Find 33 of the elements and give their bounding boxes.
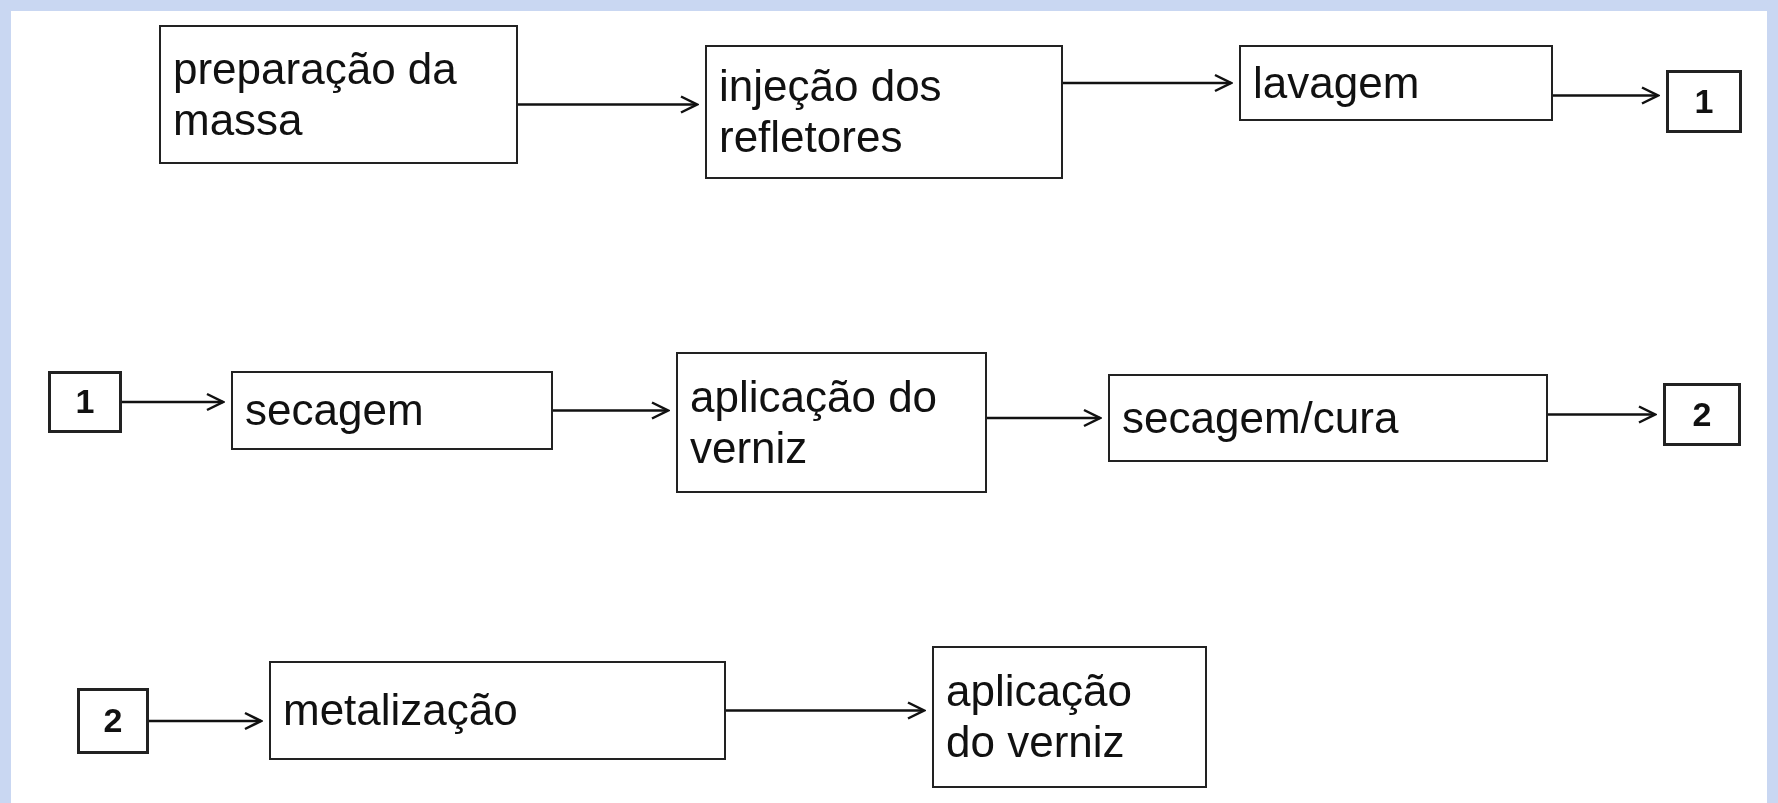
connector-tag: [77, 688, 149, 754]
arrow: [149, 711, 263, 731]
process-box: [932, 646, 1207, 788]
connector-tag: [1666, 70, 1742, 133]
connector-tag: [1663, 383, 1741, 446]
step-label: 1: [75, 382, 95, 422]
process-box: [269, 661, 726, 760]
step-label: 1: [1694, 81, 1714, 122]
arrow: [518, 95, 699, 114]
step-label: preparação da massa: [172, 43, 458, 146]
step-label: 2: [103, 701, 123, 741]
process-box: [705, 45, 1063, 179]
step-label: injeção dos refletores: [718, 61, 943, 163]
step-label: 2: [1692, 394, 1712, 435]
step-label: metalização: [282, 685, 519, 736]
step-label: secagem/cura: [1121, 392, 1400, 444]
arrow: [1553, 86, 1660, 105]
arrow: [122, 392, 225, 412]
arrow: [553, 401, 670, 420]
process-box: [676, 352, 987, 493]
step-label: aplicação do verniz: [945, 666, 1133, 768]
step-label: secagem: [244, 385, 425, 436]
arrow: [987, 408, 1102, 428]
connector-tag: [48, 371, 122, 433]
arrow: [726, 701, 926, 720]
process-box: [159, 25, 518, 164]
step-label: aplicação do verniz: [689, 371, 939, 474]
arrow: [1063, 73, 1233, 93]
process-box: [1108, 374, 1548, 462]
process-box: [231, 371, 553, 450]
step-label: lavagem: [1252, 57, 1421, 109]
arrow: [1548, 405, 1657, 424]
process-box: [1239, 45, 1553, 121]
